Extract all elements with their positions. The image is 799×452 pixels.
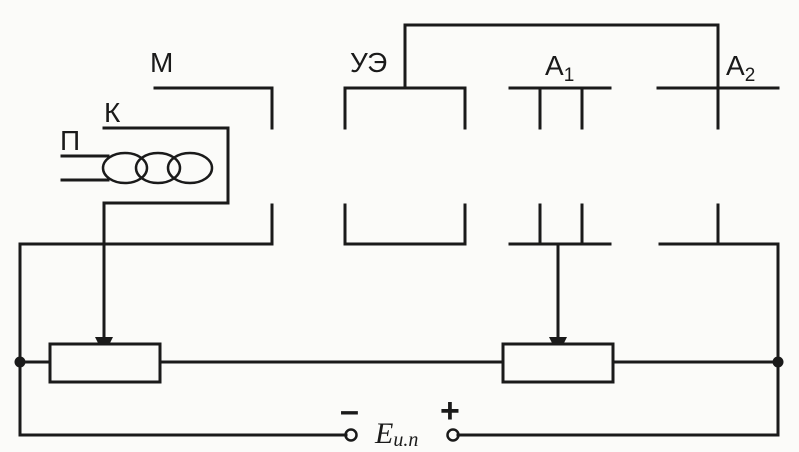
- label-a2-main: А: [726, 50, 745, 81]
- thermocouple: [60, 126, 230, 355]
- contact-ue-lower: [343, 203, 467, 246]
- thermocouple-lead-k: [102, 126, 230, 339]
- label-p: П: [60, 125, 80, 156]
- label-a2-sub: 2: [745, 65, 756, 86]
- contact-a1: [508, 86, 612, 355]
- label-emf-sub: и.п: [393, 429, 418, 451]
- bus-ue-a2: [403, 23, 720, 130]
- label-emf-main: E: [374, 417, 393, 450]
- label-a1-sub: 1: [564, 65, 575, 86]
- thermocouple-coil-2: [134, 151, 182, 185]
- label-emf: Eи.п: [374, 417, 418, 451]
- label-ue: УЭ: [350, 47, 387, 78]
- rheostat-left: [48, 342, 162, 384]
- terminal-plus: [446, 428, 460, 442]
- sign-minus: –: [340, 392, 359, 430]
- terminal-minus: [344, 428, 358, 442]
- label-a1-main: А: [545, 50, 564, 81]
- label-a2: А2: [726, 50, 755, 86]
- label-k: К: [104, 97, 121, 128]
- source-wire-right: [456, 360, 780, 437]
- label-a1: А1: [545, 50, 574, 86]
- thermocouple-coil-3: [166, 151, 214, 185]
- contact-ue-upper: [343, 86, 467, 130]
- label-m: М: [150, 47, 173, 78]
- source-wire-left: [18, 360, 348, 437]
- contact-a2-right-wire: [716, 242, 780, 364]
- contact-m-lower-wire: [18, 203, 274, 364]
- contact-a2-lower: [658, 203, 720, 246]
- thermocouple-coil-1: [101, 151, 149, 185]
- contact-m-upper: [153, 86, 274, 130]
- sign-plus: +: [440, 392, 460, 430]
- rheostat-right: [501, 342, 615, 384]
